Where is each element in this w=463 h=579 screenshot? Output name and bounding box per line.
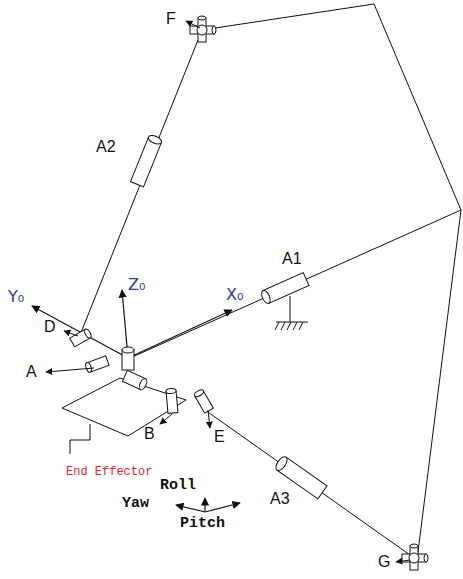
actuator-label: A1 xyxy=(282,250,302,268)
direction-label: Yaw xyxy=(122,496,149,513)
actuator-label: A3 xyxy=(270,490,290,508)
end-effector-label: End Effector xyxy=(66,466,152,479)
axis-label: X₀ xyxy=(226,286,243,304)
joint-label: A xyxy=(26,363,37,381)
axis-label: Y₀ xyxy=(8,288,24,306)
joint-label: E xyxy=(214,428,225,446)
direction-label: Roll xyxy=(160,478,196,495)
axis-label: Z₀ xyxy=(128,276,145,294)
joint-label: B xyxy=(144,425,155,443)
joint-label: D xyxy=(44,318,56,336)
joint-label: G xyxy=(378,553,390,571)
direction-label: Pitch xyxy=(180,516,225,533)
joint-label: F xyxy=(166,10,176,28)
actuator-label: A2 xyxy=(96,138,116,156)
